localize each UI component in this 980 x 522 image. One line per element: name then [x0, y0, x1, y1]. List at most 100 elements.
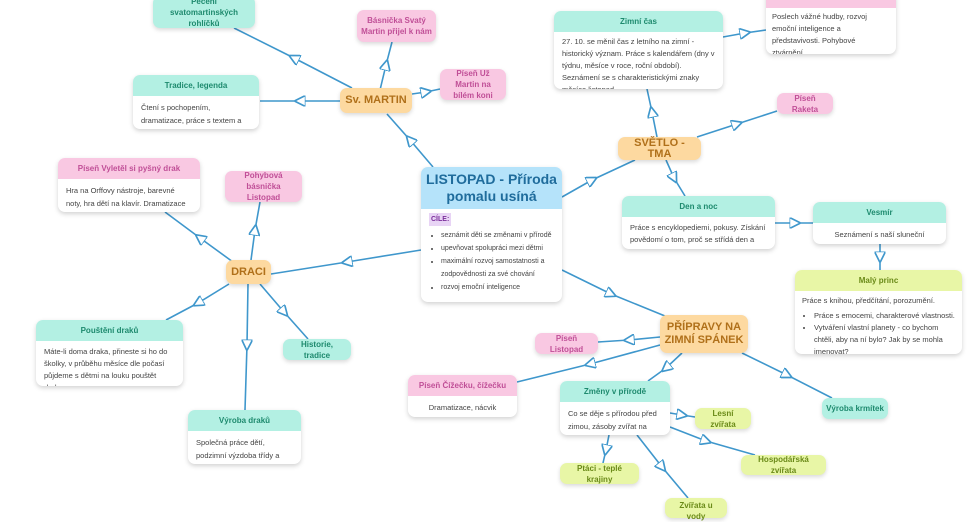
node-label: Hospodářská zvířata — [758, 455, 809, 475]
node-hospodarska-zvirata[interactable]: Hospodářská zvířata — [741, 455, 826, 475]
edge — [411, 89, 441, 94]
edge — [597, 337, 661, 342]
card-text: Hra na Orffovy nástroje, barevné noty, h… — [66, 186, 186, 208]
card-title: Vesmír — [813, 202, 946, 223]
card-title: Píseň Vyletěl si pyšný drak — [58, 158, 200, 179]
node-pohybova-basnicka[interactable]: Pohybová básnička Listopad — [225, 171, 302, 202]
card-title: Změny v přírodě — [560, 381, 670, 402]
card-text: Máte-li doma draka, přineste si ho do šk… — [44, 347, 168, 386]
list-item: Práce s emocemi, charakterové vlastnosti… — [814, 310, 955, 322]
card-title: Pouštění draků — [36, 320, 183, 341]
edge — [636, 434, 689, 499]
card-pisen-vyletel-drak[interactable]: Píseň Vyletěl si pyšný drak Hra na Orffo… — [58, 158, 200, 212]
card-text: Co se děje s přírodou před zimou, zásoby… — [568, 409, 657, 431]
card-title: Malý princ — [795, 270, 962, 291]
node-sv-martin[interactable]: Sv. MARTIN — [340, 88, 412, 113]
card-pisen-cizecku[interactable]: Píseň Čížečku, čížečku Dramatizace, nácv… — [408, 375, 517, 417]
edge — [722, 30, 767, 37]
node-label: Zvířata u vody — [679, 501, 713, 521]
node-label: Básnička Svatý Martin přijel k nám — [361, 16, 432, 36]
node-vyroba-krmitek[interactable]: Výroba krmítek — [822, 398, 888, 419]
card-pousteni-draku[interactable]: Pouštění draků Máte-li doma draka, přine… — [36, 320, 183, 386]
card-vesmir[interactable]: Vesmír Seznámení s naší sluneční soustav… — [813, 202, 946, 244]
node-historie-tradice[interactable]: Historie, tradice — [283, 339, 351, 360]
node-ptaci-teple-krajiny[interactable]: Ptáci - teplé krajiny — [560, 463, 639, 484]
node-pisen-listopad[interactable]: Píseň Listopad — [535, 333, 598, 354]
card-zmeny-v-prirode[interactable]: Změny v přírodě Co se děje s přírodou př… — [560, 381, 670, 435]
goal-item: seznámit děti se změnami v přírodě — [441, 229, 554, 242]
card-zimni-cas[interactable]: Zimní čas 27. 10. se měnil čas z letního… — [554, 11, 723, 89]
node-pisen-raketa[interactable]: Píseň Raketa — [777, 93, 833, 114]
node-label: Ptáci - teplé krajiny — [577, 463, 622, 484]
edge — [386, 113, 434, 168]
card-tradice-legenda[interactable]: Tradice, legenda Čtení s pochopením, dra… — [133, 75, 259, 129]
node-basnicka-svaty-martin[interactable]: Básnička Svatý Martin přijel k nám — [357, 10, 436, 42]
edge — [165, 283, 230, 321]
card-text: Práce s knihou, předčítání, porozumění. — [802, 296, 935, 305]
connector-lines — [164, 0, 980, 499]
edge — [251, 201, 260, 261]
node-label: PŘÍPRAVY NA ZIMNÍ SPÁNEK — [664, 321, 744, 346]
card-title: Píseň Čížečku, čížečku — [408, 375, 517, 396]
node-label: Píseň Už Martin na bílém koni — [453, 69, 493, 100]
list-item: Vytváření vlastní planety - co bychom ch… — [814, 322, 955, 354]
goals-list: seznámit děti se změnami v přírodě upevň… — [429, 229, 554, 294]
node-draci[interactable]: DRACI — [226, 260, 271, 284]
edge — [669, 413, 696, 417]
edge — [380, 41, 393, 91]
goal-item: upevňovat spolupráci mezi dětmi — [441, 242, 554, 255]
edge — [696, 110, 778, 138]
node-label: Historie, tradice — [300, 339, 333, 360]
node-svetlo-tma[interactable]: SVĚTLO - TMA — [618, 137, 701, 160]
edge — [665, 159, 686, 197]
card-text: Dramatizace, nácvik tanečku. — [428, 403, 497, 417]
card-text: 27. 10. se měnil čas z letního na zimní … — [562, 37, 715, 89]
card-text: Poslech vážné hudby, rozvoj emoční intel… — [772, 12, 867, 54]
node-pripravy-zimni-spanek[interactable]: PŘÍPRAVY NA ZIMNÍ SPÁNEK — [660, 315, 748, 353]
node-label: Sv. MARTIN — [345, 94, 407, 106]
edge — [741, 352, 833, 399]
edge — [603, 434, 609, 464]
node-label: Výroba krmítek — [826, 404, 884, 413]
node-label: SVĚTLO - TMA — [634, 136, 685, 160]
edge — [646, 88, 657, 138]
edge — [164, 211, 234, 263]
goal-item: maximální rozvoj samostatnosti a zodpově… — [441, 255, 554, 281]
edge — [561, 269, 666, 317]
node-label: Lesní zvířata — [710, 408, 736, 429]
node-peceni-rohlicku[interactable]: Pečení svatomartinských rohlíčků — [153, 0, 255, 28]
node-label: Píseň Listopad — [549, 333, 584, 354]
card-title: Tradice, legenda — [133, 75, 259, 96]
node-lesni-zvirata[interactable]: Lesní zvířata — [695, 408, 751, 429]
card-den-a-noc[interactable]: Den a noc Práce s encyklopediemi, pokusy… — [622, 196, 775, 249]
central-title: LISTOPAD - Příroda pomalu usíná — [421, 167, 562, 209]
card-title: Den a noc — [622, 196, 775, 217]
edge — [516, 344, 661, 383]
node-label: Pohybová básnička Listopad — [244, 171, 283, 202]
node-zvirata-u-vody[interactable]: Zvířata u vody — [665, 498, 727, 521]
edge — [270, 249, 422, 275]
edge — [233, 27, 353, 89]
card-title: Vivaldi: Čtvero ročních období — [766, 0, 896, 8]
card-vivaldi[interactable]: Vivaldi: Čtvero ročních období Poslech v… — [766, 0, 896, 54]
goals-label: CÍLE: — [429, 213, 452, 226]
edge — [669, 426, 756, 456]
edge — [259, 283, 309, 340]
card-text: Čtení s pochopením, dramatizace, práce s… — [141, 103, 242, 125]
node-label: Píseň Raketa — [791, 93, 819, 114]
card-title: Zimní čas — [554, 11, 723, 32]
edge — [647, 352, 683, 382]
edge — [245, 283, 248, 411]
card-maly-princ[interactable]: Malý princ Práce s knihou, předčítání, p… — [795, 270, 962, 354]
card-title: Výroba draků — [188, 410, 301, 431]
card-vyroba-draku[interactable]: Výroba draků Společná práce dětí, podzim… — [188, 410, 301, 464]
card-text: Seznámení s naší sluneční soustavou — [834, 230, 925, 244]
goal-item: rozvoj emoční inteligence — [441, 281, 554, 294]
node-pisen-uz-martin[interactable]: Píseň Už Martin na bílém koni — [440, 69, 506, 100]
card-text: Práce s encyklopediemi, pokusy. Získání … — [630, 223, 766, 249]
node-label: Pečení svatomartinských rohlíčků — [169, 0, 239, 28]
card-text: Společná práce dětí, podzimní výzdoba tř… — [196, 438, 280, 460]
node-label: DRACI — [231, 265, 266, 278]
edge — [561, 159, 636, 198]
central-topic[interactable]: LISTOPAD - Příroda pomalu usíná CÍLE: se… — [421, 167, 562, 302]
